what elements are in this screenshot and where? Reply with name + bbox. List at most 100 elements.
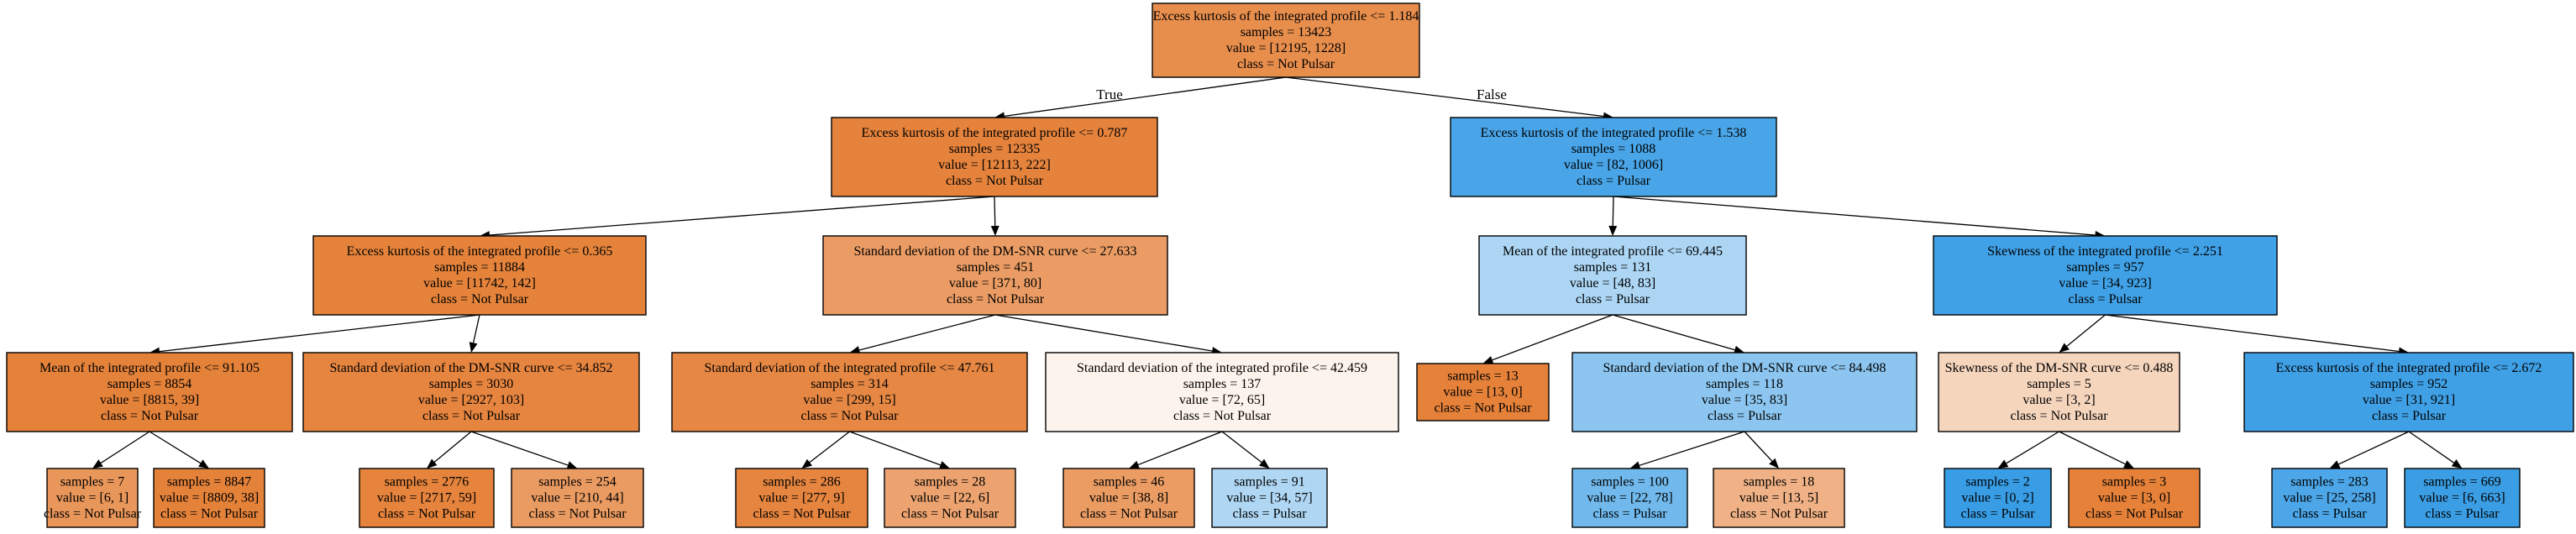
edge-n10-n22 (1221, 431, 1270, 469)
node-line: value = [371, 80] (949, 276, 1041, 291)
node-line: class = Not Pulsar (378, 507, 476, 521)
edge-n5-n12 (1612, 314, 1744, 354)
edge-line (1285, 76, 1604, 118)
arrowhead (2059, 343, 2070, 353)
tree-node-n9: Standard deviation of the integrated pro… (671, 352, 1028, 432)
edge-n2-n5 (1608, 196, 1618, 236)
arrowhead (92, 459, 103, 469)
arrowhead (1734, 345, 1744, 354)
edge-line (2066, 314, 2106, 347)
node-line: samples = 13423 (1241, 25, 1332, 39)
node-line: value = [31, 921] (2363, 393, 2455, 407)
node-box (511, 468, 644, 528)
arrowhead (427, 458, 438, 469)
edge-line (1744, 431, 1773, 462)
edge-line (1639, 431, 1745, 466)
node-box (822, 235, 1168, 316)
tree-node-n8: Standard deviation of the DM-SNR curve <… (302, 352, 640, 432)
edge-n1-n4 (990, 196, 999, 236)
node-line: value = [13, 5] (1739, 491, 1818, 505)
edge-n1-n3 (480, 196, 995, 240)
node-line: value = [82, 1006] (1564, 158, 1663, 172)
node-line: samples = 7 (60, 475, 125, 490)
node-line: samples = 2776 (385, 475, 470, 490)
arrowhead (1997, 459, 2009, 469)
node-box (1211, 468, 1328, 528)
node-line: class = Not Pulsar (2010, 409, 2108, 423)
node-line: value = [11742, 142] (423, 276, 536, 291)
node-line: value = [13, 0] (1443, 385, 1522, 400)
edge-line (2338, 431, 2410, 465)
node-line: value = [35, 83] (1702, 393, 1787, 407)
node-line: Standard deviation of the integrated pro… (705, 361, 995, 375)
arrowhead (801, 458, 813, 469)
node-box (2404, 468, 2521, 528)
node-box (671, 352, 1028, 432)
arrowhead (1629, 461, 1641, 470)
node-box (884, 468, 1016, 528)
edge-label-true: True (1096, 86, 1123, 102)
node-line: samples = 669 (2423, 475, 2501, 490)
node-line: samples = 3030 (429, 377, 514, 391)
edge-line (159, 314, 480, 353)
node-line: value = [38, 8] (1089, 491, 1168, 505)
arrowhead (1769, 458, 1779, 469)
arrowhead (1482, 356, 1494, 364)
edge-line (994, 196, 996, 227)
node-line: value = [22, 78] (1587, 491, 1672, 505)
node-line: Excess kurtosis of the integrated profil… (1481, 126, 1747, 140)
node-line: Mean of the integrated profile <= 91.105 (39, 361, 260, 375)
node-line: samples = 5 (2027, 377, 2091, 391)
edge-line (994, 314, 1213, 352)
edge-n12-n24 (1744, 431, 1779, 469)
edge-n14-n28 (2408, 431, 2463, 469)
node-line: class = Not Pulsar (901, 507, 999, 521)
arrowhead (1608, 225, 1618, 236)
node-line: class = Not Pulsar (946, 174, 1044, 188)
node-line: value = [34, 923] (2059, 276, 2151, 291)
node-line: class = Pulsar (2372, 409, 2447, 423)
node-line: class = Pulsar (2292, 507, 2367, 521)
node-line: value = [22, 6] (910, 491, 989, 505)
node-line: samples = 314 (811, 377, 889, 391)
edge-line (100, 431, 150, 464)
node-line: class = Not Pulsar (1434, 401, 1532, 416)
node-line: class = Pulsar (2068, 292, 2143, 306)
node-line: samples = 11884 (434, 260, 525, 275)
node-line: Standard deviation of the DM-SNR curve <… (1603, 361, 1886, 375)
edge-line (472, 314, 480, 343)
arrowhead (1258, 458, 1270, 469)
node-line: value = [8809, 38] (160, 491, 259, 505)
node-box (1571, 468, 1688, 528)
edge-line (809, 431, 850, 463)
node-line: class = Not Pulsar (800, 409, 899, 423)
node-line: class = Not Pulsar (528, 507, 627, 521)
edge-n4-n9 (849, 314, 996, 354)
edge-label-false: False (1477, 86, 1507, 102)
node-box (1571, 352, 1918, 432)
node-line: samples = 28 (915, 475, 986, 490)
node-box (153, 468, 265, 528)
node-line: samples = 46 (1094, 475, 1165, 490)
node-line: samples = 2 (1965, 475, 2030, 490)
node-box (46, 468, 139, 528)
node-line: samples = 451 (957, 260, 1035, 275)
node-line: samples = 8854 (108, 377, 192, 391)
edge-n8-n17 (427, 431, 472, 469)
edge-n3-n7 (150, 314, 480, 356)
node-box (359, 468, 495, 528)
node-line: samples = 3 (2102, 475, 2167, 490)
node-line: Mean of the integrated profile <= 69.445 (1503, 244, 1723, 259)
node-line: class = Not Pulsar (431, 292, 529, 306)
arrowhead (566, 461, 578, 469)
node-line: Standard deviation of the DM-SNR curve <… (853, 244, 1136, 259)
node-line: class = Not Pulsar (1173, 409, 1272, 423)
node-line: Excess kurtosis of the integrated profil… (1153, 9, 1419, 24)
node-box (1933, 235, 2278, 316)
